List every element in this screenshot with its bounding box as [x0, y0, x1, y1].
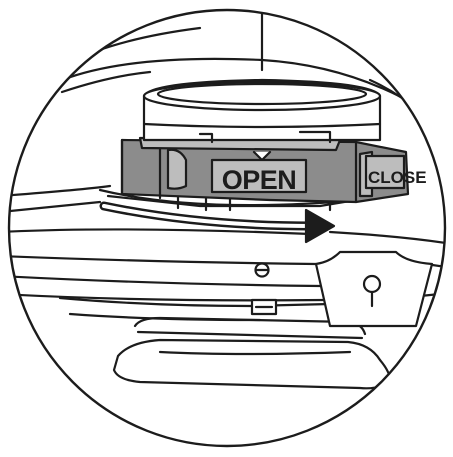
keyhole-icon: [362, 274, 382, 308]
open-label: OPEN: [222, 165, 297, 195]
base-housing: [9, 184, 445, 322]
latch-tab: [250, 298, 278, 316]
close-label-plate: [364, 154, 406, 190]
open-label-plate: [210, 158, 308, 194]
container-cup: [142, 78, 382, 162]
magnifier-frame: [7, 8, 447, 448]
screw-icon: [254, 262, 270, 278]
close-label: CLOSE: [368, 168, 427, 187]
drip-tray: [112, 316, 392, 390]
lock-indicator: [314, 250, 434, 328]
arrow-right-icon: [99, 201, 336, 244]
